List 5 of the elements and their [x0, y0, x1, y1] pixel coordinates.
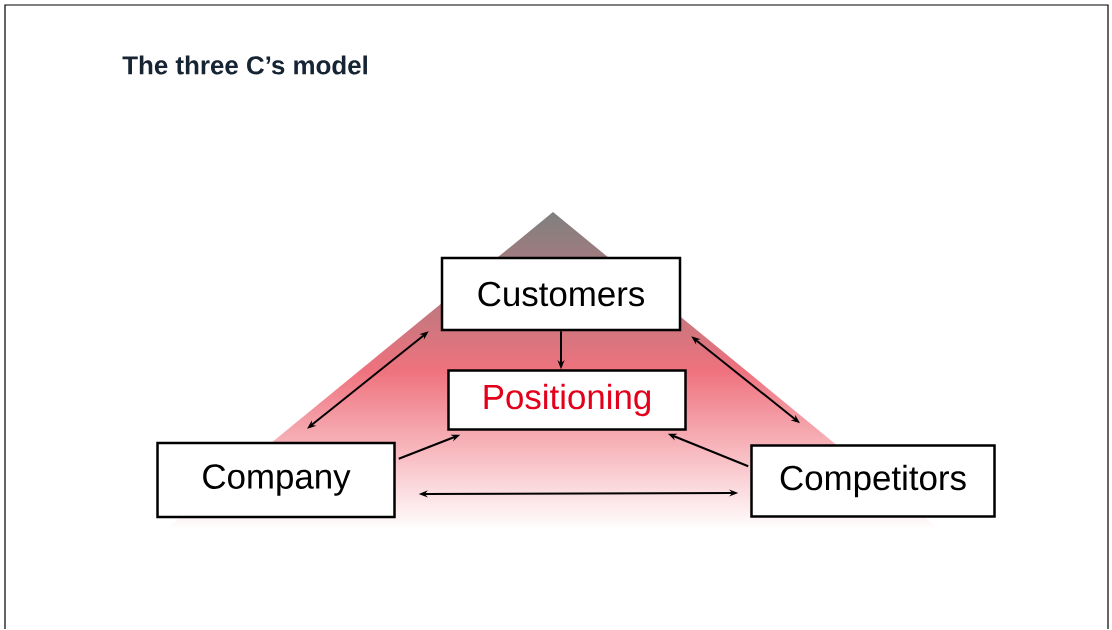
label-box: Company [156, 441, 396, 519]
label-box: Customers [440, 256, 682, 332]
label-box: Competitors [750, 444, 996, 518]
title: The three C’s model [122, 55, 367, 75]
label-box: Positioning [447, 369, 687, 431]
